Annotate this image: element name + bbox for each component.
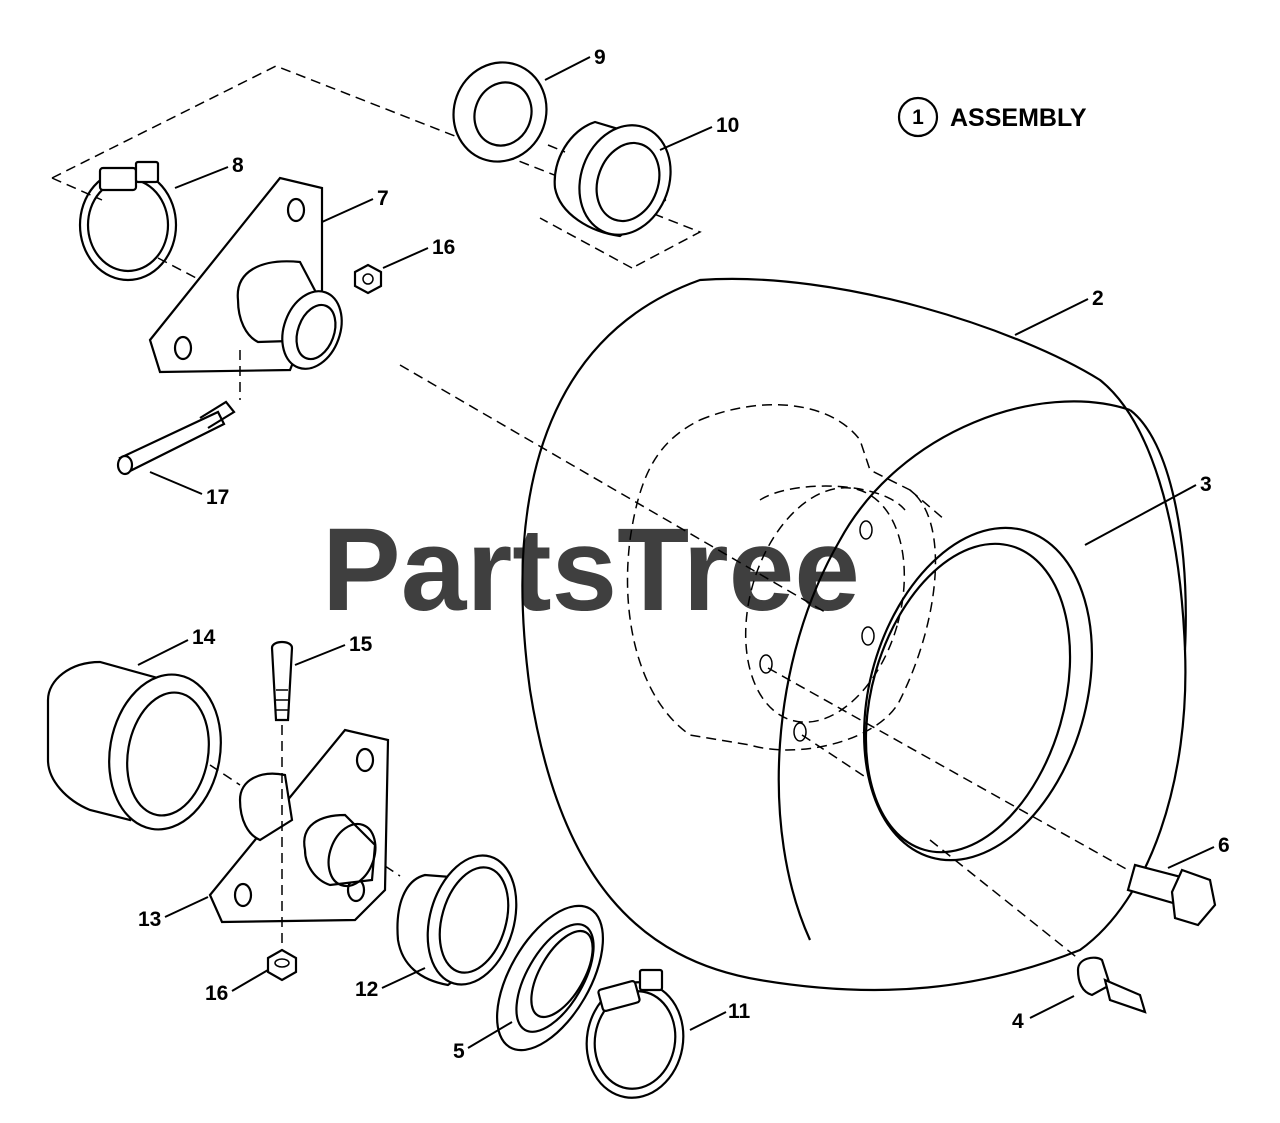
assembly-circle-icon — [897, 96, 939, 138]
callout-5: 5 — [453, 1040, 465, 1063]
bolt-17 — [116, 400, 236, 476]
callout-4: 4 — [1012, 1010, 1024, 1033]
callout-10: 10 — [716, 114, 739, 137]
nut-16-upper — [353, 263, 383, 295]
bolt-6 — [1126, 863, 1217, 927]
callout-8: 8 — [232, 154, 244, 177]
callout-14: 14 — [192, 626, 216, 649]
rim — [626, 404, 1094, 862]
callout-17: 17 — [206, 486, 229, 509]
assembly-title: 1 ASSEMBLY — [897, 96, 1087, 138]
bearing-5 — [495, 904, 605, 1052]
callout-9: 9 — [594, 46, 606, 69]
assembly-label: ASSEMBLY — [950, 104, 1087, 132]
assembly-circle-number: 1 — [912, 106, 924, 129]
callout-13: 13 — [138, 908, 161, 931]
assembly-lines — [157, 144, 1129, 961]
clamp-8 — [78, 160, 178, 282]
bearing-12 — [396, 854, 518, 987]
callout-12: 12 — [355, 978, 378, 1001]
bearing-9 — [452, 61, 548, 163]
bracket-7 — [148, 176, 343, 374]
bolt-15 — [270, 640, 294, 722]
callout-3: 3 — [1200, 473, 1212, 496]
upper-assembly-boundary — [51, 65, 702, 269]
callout-16-upper: 16 — [432, 236, 455, 259]
flange-bushing-14 — [46, 660, 222, 831]
bracket-13 — [208, 728, 390, 924]
callout-16-lower: 16 — [205, 982, 228, 1005]
callout-6: 6 — [1218, 834, 1230, 857]
bearing-10 — [553, 120, 672, 238]
valve-stem-4 — [1076, 956, 1147, 1014]
callout-2: 2 — [1092, 287, 1104, 310]
callout-11: 11 — [728, 1000, 751, 1023]
leader-lines — [137, 56, 1215, 1049]
watermark: PartsTree — [322, 504, 860, 636]
nut-16-lower — [266, 948, 298, 982]
callout-15: 15 — [349, 633, 373, 656]
clamp-11 — [585, 968, 685, 1099]
callout-7: 7 — [377, 187, 389, 210]
callouts: 9 10 8 7 16 2 17 3 14 15 6 13 16 12 11 4… — [138, 46, 1230, 1063]
